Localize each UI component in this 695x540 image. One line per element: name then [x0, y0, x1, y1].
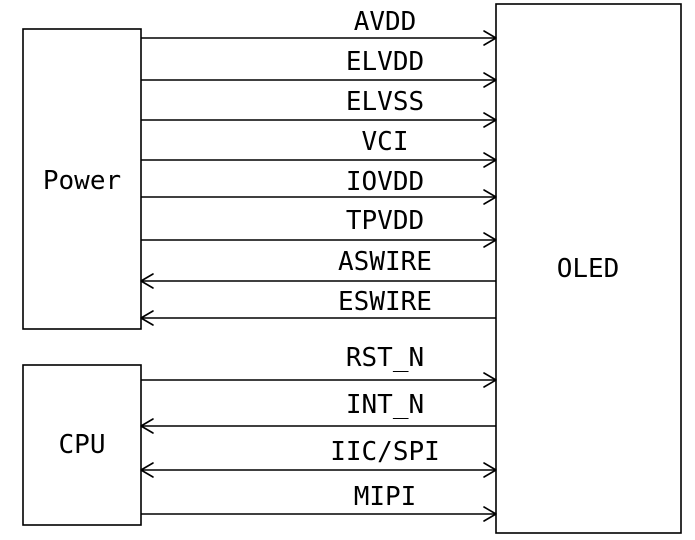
signal-rst-n: RST_N	[141, 343, 497, 388]
signal-label: TPVDD	[346, 206, 424, 236]
arrowhead-right	[483, 372, 497, 388]
signal-aswire: ASWIRE	[140, 247, 496, 289]
signal-iovdd: IOVDD	[141, 167, 497, 205]
oled-label: OLED	[557, 254, 620, 284]
cpu-label: CPU	[59, 430, 106, 460]
oled-block	[495, 3, 682, 534]
signal-tpvdd: TPVDD	[141, 206, 497, 248]
signal-iic-spi: IIC/SPI	[140, 437, 497, 478]
signal-mipi: MIPI	[141, 482, 497, 522]
signal-label: VCI	[362, 127, 409, 157]
signal-elvss: ELVSS	[141, 87, 497, 128]
signal-avdd: AVDD	[141, 7, 497, 46]
signal-label: MIPI	[354, 482, 417, 512]
signal-label: INT_N	[346, 390, 424, 420]
arrowhead-right	[483, 30, 497, 46]
signal-label: RST_N	[346, 343, 424, 373]
signal-label: IIC/SPI	[330, 437, 440, 467]
arrowhead-right	[483, 152, 497, 168]
signal-eswire: ESWIRE	[140, 287, 496, 326]
signal-label: ASWIRE	[338, 247, 432, 277]
arrowhead-right	[483, 72, 497, 88]
signal-vci: VCI	[141, 127, 497, 168]
power-block	[22, 28, 142, 330]
arrowhead-right	[483, 112, 497, 128]
signal-label: ELVSS	[346, 87, 424, 117]
signal-label: ESWIRE	[338, 287, 432, 317]
arrowhead-left	[140, 418, 154, 434]
arrowhead-right	[483, 189, 497, 205]
signal-label: AVDD	[354, 7, 417, 37]
cpu-block	[22, 364, 142, 526]
arrowhead-right	[483, 232, 497, 248]
power-label: Power	[43, 166, 121, 196]
arrowhead-left	[140, 310, 154, 326]
signal-label: ELVDD	[346, 47, 424, 77]
arrowhead-right	[483, 462, 497, 478]
arrowhead-right	[483, 506, 497, 522]
signal-label: IOVDD	[346, 167, 424, 197]
arrowhead-left	[140, 273, 154, 289]
arrowhead-left	[140, 462, 154, 478]
signal-int-n: INT_N	[140, 390, 496, 434]
signal-elvdd: ELVDD	[141, 47, 497, 88]
